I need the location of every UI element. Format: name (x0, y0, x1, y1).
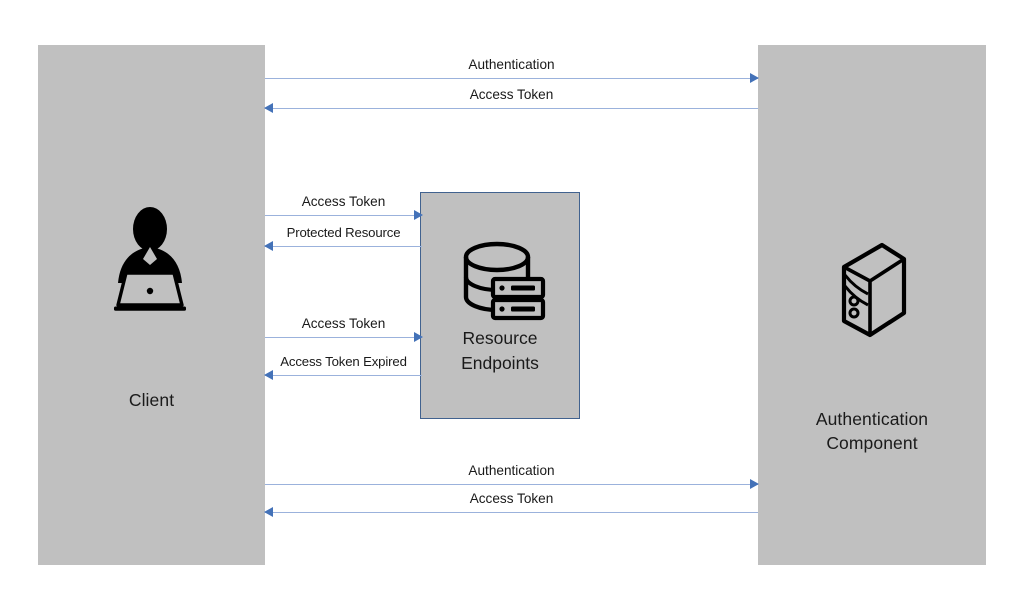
node-resource-endpoints[interactable]: Resource Endpoints (420, 192, 580, 419)
lane-label-authentication-component: Authentication Component (815, 409, 929, 453)
user-laptop-icon (102, 203, 198, 315)
lane-label-client: Client (128, 390, 175, 410)
arrowhead-right-icon (414, 332, 423, 343)
arrowhead-left-icon (264, 103, 273, 114)
message-line (265, 375, 422, 376)
message-label: Authentication (468, 463, 555, 478)
arrowhead-left-icon (264, 370, 273, 381)
arrowhead-right-icon (414, 210, 423, 221)
server-tower-icon (824, 237, 920, 341)
message-line (265, 512, 758, 513)
message-label: Access Token (301, 316, 386, 331)
message-label: Access Token (469, 491, 554, 506)
message-line (265, 246, 422, 247)
message-line (265, 215, 422, 216)
arrowhead-left-icon (264, 507, 273, 518)
arrowhead-right-icon (750, 73, 759, 84)
message-label: Access Token (469, 87, 554, 102)
message-line (265, 337, 422, 338)
message-line (265, 484, 758, 485)
arrowhead-right-icon (750, 479, 759, 490)
lane-authentication-component[interactable]: Authentication Component (758, 45, 986, 565)
node-label-resource-endpoints: Resource Endpoints (461, 328, 539, 373)
database-server-icon (453, 237, 549, 325)
message-label: Access Token (301, 194, 386, 209)
message-label: Protected Resource (286, 225, 401, 240)
message-line (265, 108, 758, 109)
message-label: Authentication (468, 57, 555, 72)
message-label: Access Token Expired (280, 354, 407, 369)
message-line (265, 78, 758, 79)
arrowhead-left-icon (264, 241, 273, 252)
lane-client[interactable]: Client (38, 45, 265, 565)
